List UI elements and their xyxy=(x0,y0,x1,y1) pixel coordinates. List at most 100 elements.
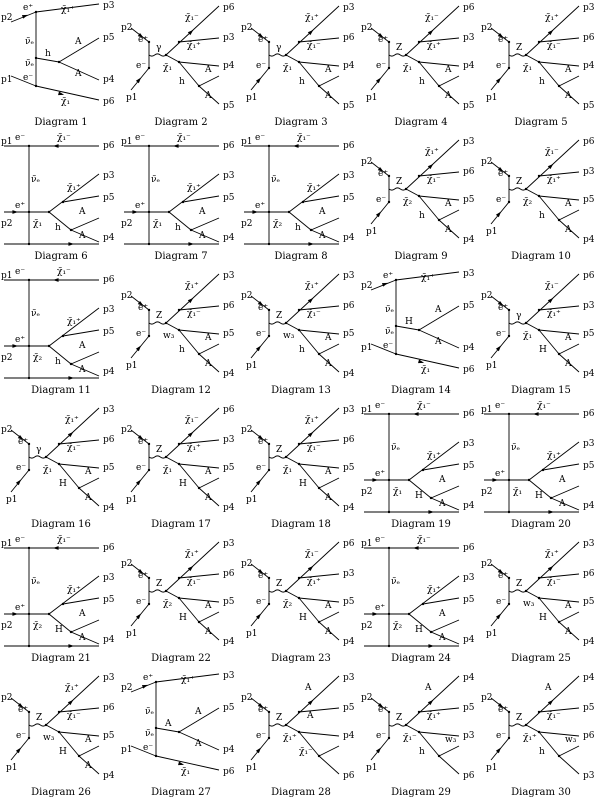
particle-label: χ̃₁⁻ xyxy=(545,146,559,157)
outgoing-leg xyxy=(70,351,100,365)
particle-label: e⁻ xyxy=(16,731,26,741)
particle-label: A xyxy=(324,601,332,611)
momentum-label: p2 xyxy=(121,291,133,301)
momentum-label: p4 xyxy=(223,61,235,71)
arrow-icon xyxy=(135,613,142,620)
particle-label: e⁻ xyxy=(256,61,266,71)
particle-label: A xyxy=(444,65,452,75)
vertex-dot xyxy=(177,576,181,580)
outgoing-leg xyxy=(155,673,220,683)
momentum-label: p6 xyxy=(343,33,355,43)
vertex-dot xyxy=(421,602,425,606)
vertex-dot xyxy=(297,442,301,446)
momentum-label: p6 xyxy=(583,33,595,43)
outgoing-leg xyxy=(298,597,340,603)
momentum-label: p5 xyxy=(223,329,235,339)
particle-label: A xyxy=(84,467,92,477)
particle-label: ν̃ₑ xyxy=(151,174,160,185)
particle-label: e⁻ xyxy=(376,731,386,741)
particle-label: e⁺ xyxy=(378,705,388,715)
vertex-dot xyxy=(61,334,65,338)
momentum-label: p1 xyxy=(366,93,378,103)
arrow-icon xyxy=(255,613,262,620)
internal-line xyxy=(165,456,180,465)
particle-label: h xyxy=(539,211,545,221)
particle-label: χ̃₁⁺ xyxy=(305,12,319,23)
particle-label: χ̃₁⁺ xyxy=(67,182,81,193)
scalar-line xyxy=(418,731,440,757)
outgoing-leg xyxy=(62,329,100,337)
arrow-icon xyxy=(17,434,24,440)
scalar-line xyxy=(48,211,72,231)
boson-propagator xyxy=(268,53,287,57)
momentum-label: p1 xyxy=(366,227,378,237)
momentum-label: p1 xyxy=(1,539,13,549)
momentum-label: p6 xyxy=(103,141,115,151)
arrow-icon xyxy=(257,702,264,708)
particle-label: χ̃₁⁺ xyxy=(185,548,199,559)
momentum-label: p5 xyxy=(583,703,595,713)
outgoing-leg xyxy=(310,229,340,243)
particle-label: A xyxy=(324,493,332,503)
particle-label: A xyxy=(564,199,572,209)
outgoing-leg xyxy=(70,217,100,231)
arrow-icon xyxy=(257,32,264,38)
particle-label: χ̃₁ xyxy=(513,486,522,497)
internal-line xyxy=(285,54,300,63)
particle-label: e⁻ xyxy=(16,463,26,473)
particle-label: χ̃₁⁻ xyxy=(425,12,439,23)
diagram-caption: Diagram 26 xyxy=(31,787,91,798)
particle-label: e⁺ xyxy=(498,705,508,715)
particle-label: χ̃₁⁻ xyxy=(545,280,559,291)
outgoing-leg xyxy=(408,575,460,615)
outgoing-leg xyxy=(35,3,100,13)
particle-label: e⁺ xyxy=(495,469,505,479)
particle-label: e⁻ xyxy=(496,731,506,741)
boson-propagator xyxy=(148,589,167,593)
particle-label: χ̃₁⁻ xyxy=(307,40,321,51)
outgoing-leg xyxy=(58,61,100,81)
momentum-label: p5 xyxy=(103,327,115,337)
outgoing-leg xyxy=(538,573,580,579)
momentum-label: p1 xyxy=(121,137,133,147)
vertex-dot xyxy=(27,644,31,648)
arrow-icon xyxy=(135,479,142,486)
particle-label: e⁺ xyxy=(135,201,145,211)
internal-line xyxy=(405,54,420,63)
outgoing-leg xyxy=(58,37,100,63)
particle-label: e⁺ xyxy=(258,571,268,581)
particle-label: A xyxy=(204,467,212,477)
momentum-label: p5 xyxy=(463,195,475,205)
outgoing-leg xyxy=(318,353,340,373)
particle-label: A xyxy=(318,207,326,217)
momentum-label: p1 xyxy=(1,137,13,147)
outgoing-leg xyxy=(318,487,340,507)
particle-label: χ̃₁⁻ xyxy=(67,442,81,453)
particle-label: χ̃₁⁻ xyxy=(187,576,201,587)
particle-label: e⁻ xyxy=(496,61,506,71)
outgoing-leg xyxy=(538,329,580,335)
momentum-label: p6 xyxy=(343,141,355,151)
scalar-line xyxy=(538,597,560,623)
outgoing-leg xyxy=(298,305,340,311)
boson-propagator xyxy=(28,723,47,727)
arrow-icon xyxy=(497,166,504,172)
momentum-label: p4 xyxy=(463,635,475,645)
particle-label: e⁻ xyxy=(255,133,265,143)
particle-label: ν̃ₑ xyxy=(391,576,400,587)
arrow-icon xyxy=(308,242,315,246)
particle-label: ν̃ₑ xyxy=(271,174,280,185)
momentum-label: p2 xyxy=(481,559,493,569)
outgoing-leg xyxy=(418,37,460,43)
scalar-line xyxy=(178,463,200,489)
diagram-caption: Diagram 8 xyxy=(274,251,328,262)
particle-label: e⁺ xyxy=(378,169,388,179)
diagram-caption: Diagram 7 xyxy=(154,251,208,262)
momentum-label: p5 xyxy=(583,597,595,607)
particle-label: Z xyxy=(396,43,402,53)
internal-line xyxy=(285,590,300,599)
